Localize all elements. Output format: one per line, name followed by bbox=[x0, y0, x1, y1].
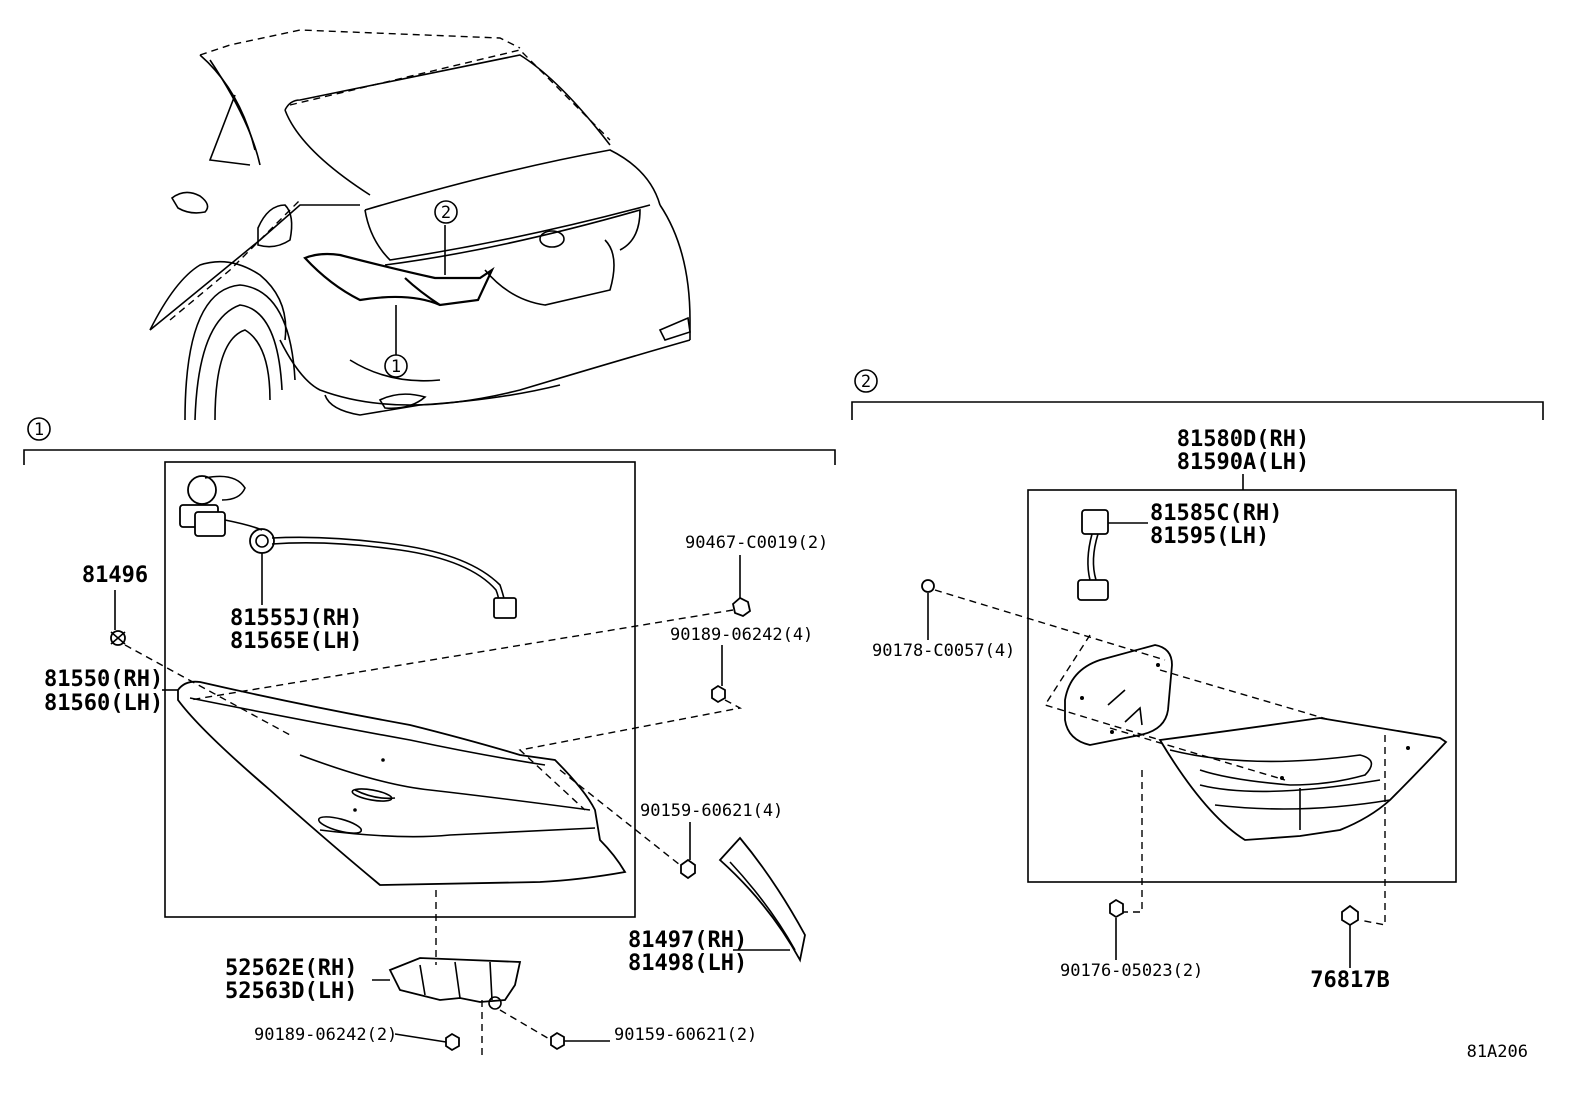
car-rear-view: 2 1 bbox=[149, 29, 691, 421]
tail-lamp-inner bbox=[1158, 717, 1448, 841]
screw-90159-b bbox=[550, 1031, 565, 1051]
label-socket-lh: 81565E(LH) bbox=[230, 629, 362, 654]
gasket-seal bbox=[1064, 644, 1173, 746]
screw-90159-a bbox=[680, 858, 696, 880]
tail-lamp-outer bbox=[177, 680, 627, 886]
screw-90189-a bbox=[711, 684, 726, 704]
screw-90176 bbox=[1109, 898, 1124, 919]
label-lamp-lh: 81560(LH) bbox=[44, 691, 163, 716]
label-socket2-lh: 81595(LH) bbox=[1150, 524, 1269, 549]
label-screw-90189-2: 90189-06242(2) bbox=[254, 1025, 397, 1045]
fastener-81496 bbox=[110, 630, 126, 646]
socket-81585 bbox=[1077, 509, 1109, 601]
label-assy-rh: 81580D(RH) bbox=[1177, 427, 1309, 452]
label-clip-76817b: 76817B bbox=[1310, 968, 1389, 993]
cover-garnish bbox=[718, 836, 806, 963]
bracket-52562 bbox=[388, 957, 522, 1010]
label-assy-lh: 81590A(LH) bbox=[1177, 450, 1309, 475]
nut-90467 bbox=[732, 596, 752, 618]
label-socket-rh: 81555J(RH) bbox=[230, 606, 362, 631]
clip-76817b bbox=[1341, 904, 1359, 927]
callout-1-car: 1 bbox=[391, 357, 401, 377]
socket-wire-harness bbox=[179, 475, 517, 619]
callout-2: 2 bbox=[861, 372, 871, 392]
label-socket2-rh: 81585C(RH) bbox=[1150, 501, 1282, 526]
label-screw-90189-4: 90189-06242(4) bbox=[670, 625, 813, 645]
nut-90178 bbox=[921, 579, 935, 593]
label-screw-90159-4: 90159-60621(4) bbox=[640, 801, 783, 821]
group-1-outer-lamp: 1 bbox=[23, 417, 836, 1055]
label-bracket-lh: 52563D(LH) bbox=[225, 979, 357, 1004]
label-screw-90159-2: 90159-60621(2) bbox=[614, 1025, 757, 1045]
label-lamp-rh: 81550(RH) bbox=[44, 667, 163, 692]
label-cover-rh: 81497(RH) bbox=[628, 928, 747, 953]
group-2-box bbox=[1027, 489, 1457, 883]
screw-90189-b bbox=[445, 1032, 460, 1052]
label-cover-lh: 81498(LH) bbox=[628, 951, 747, 976]
callout-2-car: 2 bbox=[441, 203, 451, 223]
label-screw-90176: 90176-05023(2) bbox=[1060, 961, 1203, 981]
figure-code: 81A206 bbox=[1467, 1042, 1528, 1062]
group-2-inner-lamp: 2 bbox=[851, 369, 1544, 993]
label-81496: 81496 bbox=[82, 563, 148, 588]
callout-1: 1 bbox=[34, 420, 44, 440]
label-bracket-rh: 52562E(RH) bbox=[225, 956, 357, 981]
label-nut-90178: 90178-C0057(4) bbox=[872, 641, 1015, 661]
label-nut-90467: 90467-C0019(2) bbox=[685, 533, 828, 553]
